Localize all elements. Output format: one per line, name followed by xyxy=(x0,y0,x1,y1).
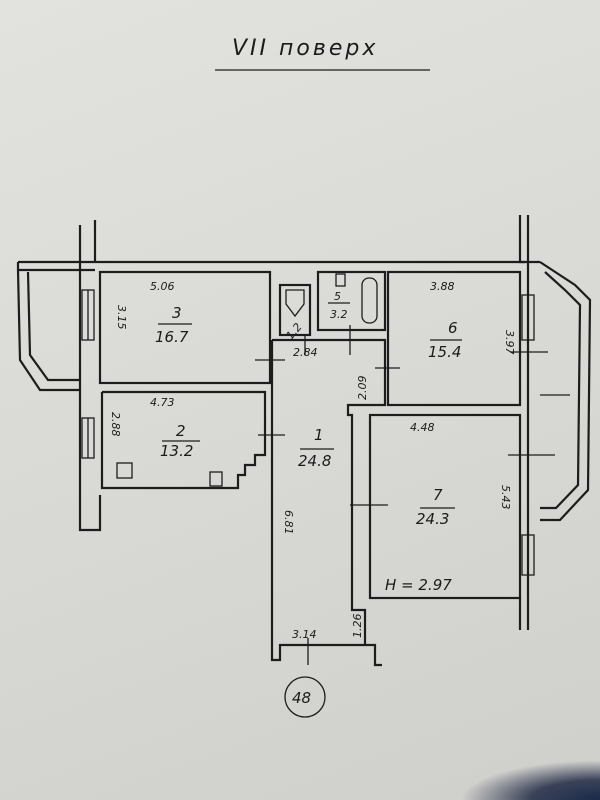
room-1-corridor xyxy=(270,340,382,667)
outer-walls xyxy=(16,215,592,630)
svg-text:5: 5 xyxy=(334,290,341,303)
room-label-5: 5 3.2 xyxy=(328,290,350,321)
stove-icon xyxy=(116,462,133,479)
room-2 xyxy=(100,390,267,490)
room-label-3: 3 16.7 xyxy=(155,304,192,346)
room-3 xyxy=(98,270,272,385)
svg-text:3.97: 3.97 xyxy=(503,330,516,355)
windows xyxy=(81,289,535,576)
svg-text:16.7: 16.7 xyxy=(155,328,189,346)
bathtub-icon xyxy=(361,277,378,324)
room-label-2: 2 13.2 xyxy=(160,422,200,460)
ceiling-height: H = 2.97 xyxy=(385,576,452,594)
svg-text:24.8: 24.8 xyxy=(298,452,331,470)
svg-text:1: 1 xyxy=(314,426,324,444)
photo-shadow-corner xyxy=(460,760,600,800)
svg-text:24.3: 24.3 xyxy=(416,510,449,528)
svg-text:4.48: 4.48 xyxy=(410,421,435,434)
svg-text:3.14: 3.14 xyxy=(292,628,317,641)
svg-text:6: 6 xyxy=(448,319,458,337)
room-5-bathroom xyxy=(316,270,387,332)
svg-text:3.88: 3.88 xyxy=(430,280,455,293)
svg-text:4.73: 4.73 xyxy=(150,396,175,409)
ventilation-icon xyxy=(209,471,223,487)
svg-text:3: 3 xyxy=(172,304,182,322)
svg-text:2.84: 2.84 xyxy=(293,346,318,359)
svg-text:5.43: 5.43 xyxy=(499,485,512,510)
apartment-number-circle xyxy=(284,676,326,718)
svg-text:2: 2 xyxy=(176,422,186,440)
room-6 xyxy=(386,270,522,407)
room-label-7: 7 24.3 xyxy=(416,486,455,528)
svg-text:15.4: 15.4 xyxy=(428,343,461,361)
svg-text:3.2: 3.2 xyxy=(330,308,348,321)
sink-icon xyxy=(335,273,346,287)
room-1-hall xyxy=(272,338,387,645)
floor-title: VII поверх xyxy=(232,36,378,61)
room-label-6: 6 15.4 xyxy=(428,319,462,361)
svg-text:2.09: 2.09 xyxy=(356,376,369,401)
dimension-labels: 5.06 3.15 4.73 2.88 2.84 2.09 6.81 3.14 … xyxy=(109,280,516,641)
room-4-toilet xyxy=(278,283,312,337)
svg-text:13.2: 13.2 xyxy=(160,442,193,460)
svg-text:6.81: 6.81 xyxy=(282,510,295,535)
room-7 xyxy=(368,413,522,600)
svg-text:3.15: 3.15 xyxy=(115,305,128,330)
svg-text:7: 7 xyxy=(433,486,443,504)
apartment-number: 48 xyxy=(292,689,311,707)
door-marks xyxy=(255,325,570,665)
svg-text:2.88: 2.88 xyxy=(109,412,122,437)
svg-text:5.06: 5.06 xyxy=(150,280,175,293)
room-label-1: 1 24.8 xyxy=(298,426,334,470)
svg-text:1.26: 1.26 xyxy=(351,614,364,639)
toilet-icon xyxy=(285,289,305,318)
